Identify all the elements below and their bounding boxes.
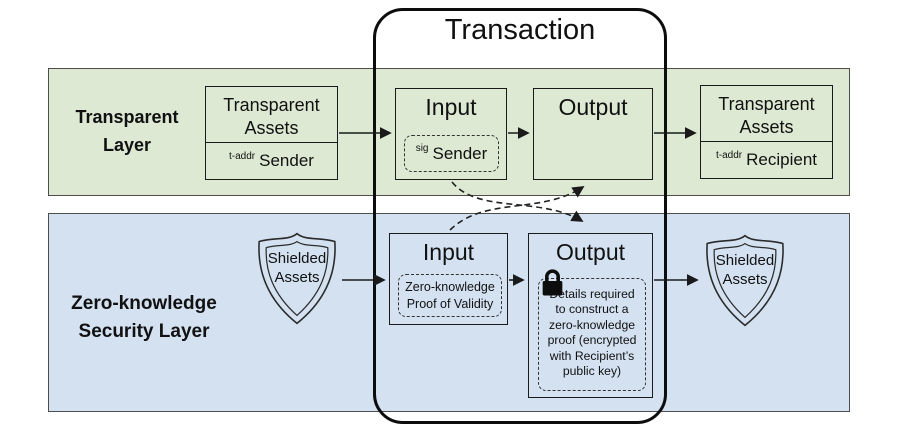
shielded-assets-destination: Shielded Assets: [701, 233, 789, 328]
shield-icon: [258, 232, 336, 325]
recipient-address-row: t-addr Recipient: [701, 141, 832, 178]
transparent-assets-recipient-box: Transparent Assets t-addr Recipient: [700, 85, 833, 179]
zk-input-box: Input Zero-knowledge Proof of Validity: [389, 233, 508, 325]
t-addr-prefix: t-addr: [229, 150, 256, 162]
sender-address-row: t-addr Sender: [206, 142, 337, 179]
shielded-assets-source: Shielded Assets: [253, 231, 341, 326]
transparent-output-title: Output: [558, 94, 628, 120]
sender-address-holder: Sender: [259, 151, 314, 170]
zk-proof-box: Zero-knowledge Proof of Validity: [398, 274, 502, 317]
recipient-address-holder: Recipient: [746, 150, 817, 169]
zk-output-box: Output Details required to construct a z…: [528, 233, 653, 398]
shield-icon: [706, 234, 784, 327]
transparent-assets-sender-title: Transparent Assets: [223, 95, 320, 139]
transparent-input-title: Input: [425, 94, 477, 120]
transparent-assets-sender-box: Transparent Assets t-addr Sender: [205, 86, 338, 180]
transparent-output-box: Output: [533, 88, 653, 180]
transparent-assets-recipient-title: Transparent Assets: [718, 94, 815, 138]
transparent-layer-band: [48, 68, 850, 196]
shielded-assets-label: Shielded Assets: [267, 249, 327, 287]
transaction-boundary: [373, 8, 667, 424]
lock-icon: [542, 269, 563, 296]
sig-holder: Sender: [432, 143, 488, 163]
transaction-title: Transaction: [444, 14, 596, 46]
t-addr-prefix: t-addr: [716, 149, 743, 161]
transparent-layer-label: Transparent Layer: [75, 107, 179, 155]
encrypted-details-box: Details required to construct a zero-kno…: [538, 269, 646, 391]
encrypted-details-note: Details required to construct a zero-kno…: [547, 287, 637, 379]
zk-output-title: Output: [555, 239, 626, 265]
zk-proof-note: Zero-knowledge Proof of Validity: [405, 280, 495, 311]
zero-knowledge-layer-band: [48, 213, 850, 412]
transparent-input-box: Input sig Sender: [395, 88, 507, 180]
shielded-assets-label: Shielded Assets: [715, 251, 775, 289]
sig-prefix: sig: [415, 143, 429, 154]
signature-box: sig Sender: [404, 135, 499, 172]
zk-input-title: Input: [422, 239, 475, 265]
zero-knowledge-layer-label: Zero-knowledge Security Layer: [71, 293, 217, 342]
